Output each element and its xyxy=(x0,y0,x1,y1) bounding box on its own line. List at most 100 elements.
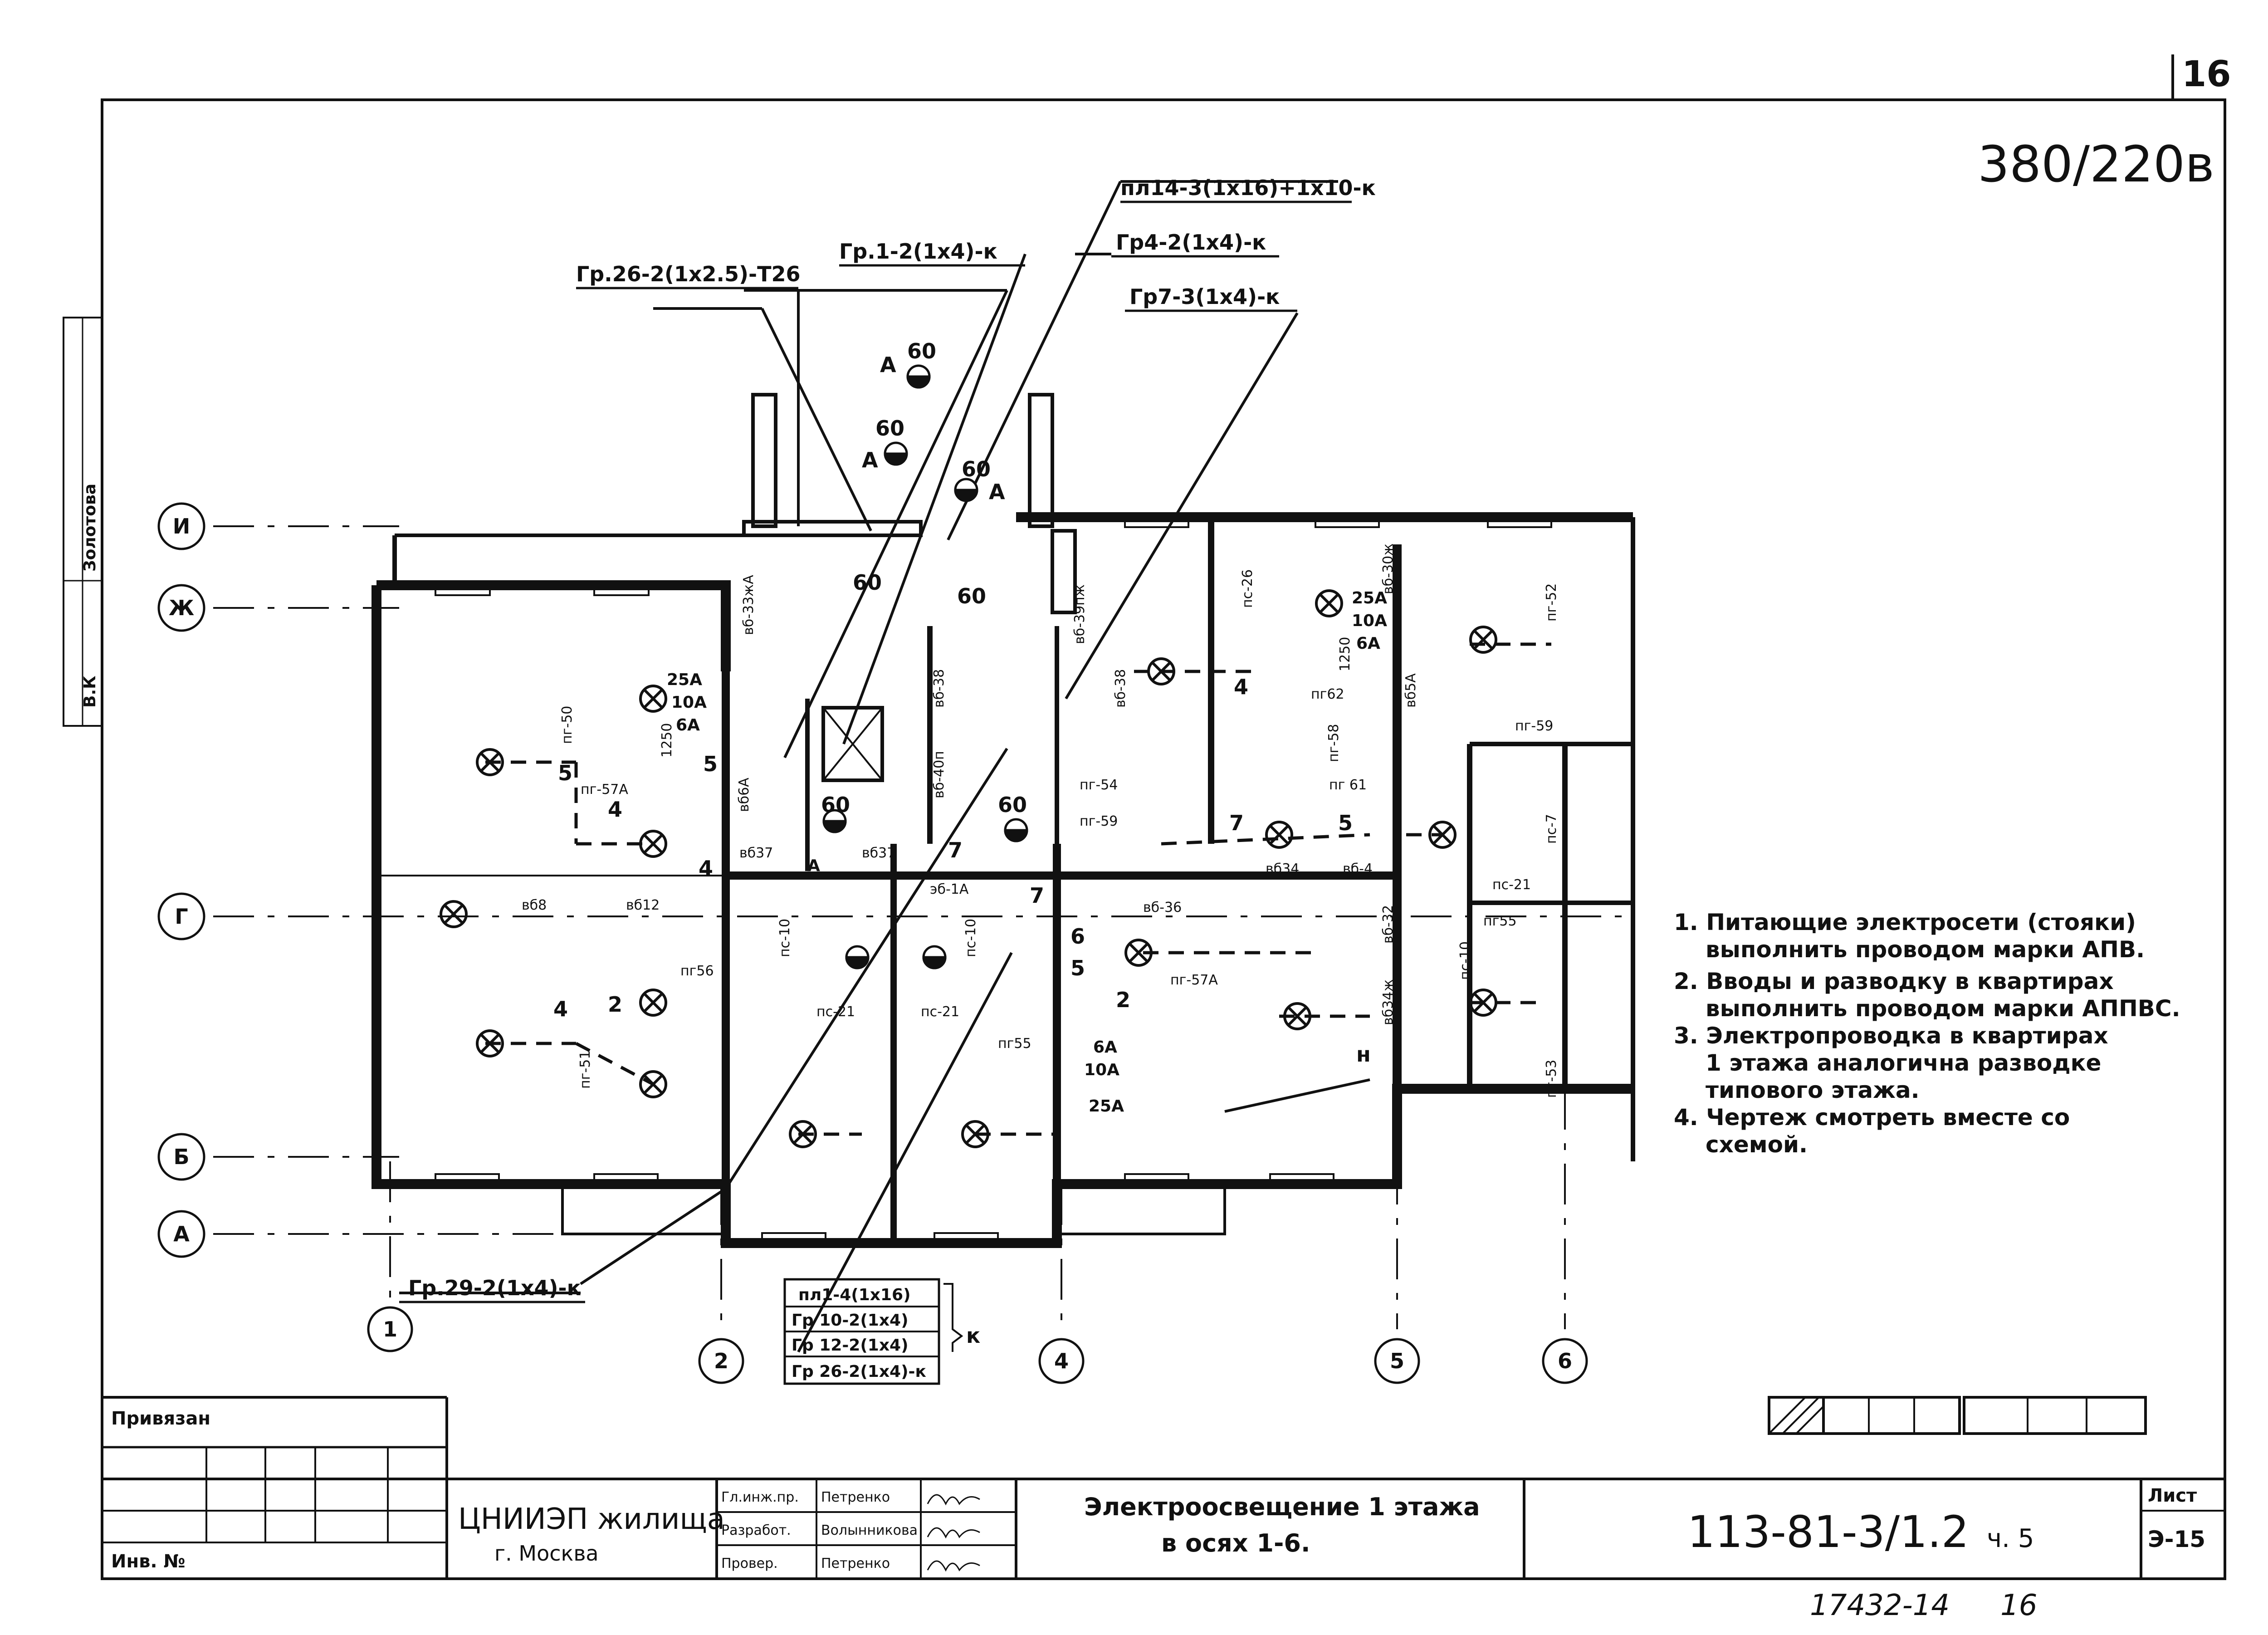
breaker-label: 6А xyxy=(1356,634,1380,653)
ceiling-lamp xyxy=(639,1070,667,1098)
stamp-name: Золотова xyxy=(81,484,99,572)
switch-label: пг-52 xyxy=(1544,583,1559,622)
switch-label: пг-51 xyxy=(577,1051,593,1089)
lamp-power-label: 60 xyxy=(957,584,986,608)
ceiling-lamp xyxy=(639,685,667,713)
cable-group-row: Гр 12-2(1х4) xyxy=(792,1336,909,1355)
list-value: Э-15 xyxy=(2148,1526,2205,1552)
feeder-lines xyxy=(399,180,1370,1353)
wall-lamp xyxy=(822,809,847,833)
ceiling-lamp xyxy=(961,1120,989,1148)
role-name: Петренко xyxy=(821,1556,890,1571)
general-notes: 1. Питающие электросети (стояки) выполни… xyxy=(1674,909,2180,1158)
axis-bubble-row-G: Г xyxy=(157,892,205,940)
ceiling-lamp xyxy=(1315,589,1343,617)
sheet-number-top: 16 xyxy=(2182,54,2231,95)
note-4-line-2: схемой. xyxy=(1706,1131,1808,1158)
wire-count: 4 xyxy=(608,797,622,822)
building-walls xyxy=(371,393,1635,1248)
socket-label: пс-21 xyxy=(816,1004,855,1020)
wall-lamp xyxy=(845,945,870,969)
socket-label: пс-10 xyxy=(963,919,979,957)
cable-label-gr29: Гр.29-2(1х4)-к xyxy=(408,1276,581,1300)
inv-label: Инв. № xyxy=(111,1551,186,1572)
ceiling-lamp xyxy=(639,830,667,858)
riser-label: вб-39пж xyxy=(1072,584,1088,644)
riser-label: вб5А xyxy=(1403,673,1419,708)
axis-label: 2 xyxy=(714,1349,728,1373)
note-3-line-1: 3. Электропроводка в квартирах xyxy=(1674,1023,2108,1049)
breaker-label: 10А xyxy=(1352,612,1387,630)
archive-page: 16 xyxy=(2000,1589,2037,1622)
wire-count: 4 xyxy=(553,997,568,1021)
ceiling-lamp xyxy=(1469,989,1497,1017)
wire-count: 4 xyxy=(699,856,713,881)
switch-label: пг-50 xyxy=(559,706,575,744)
drawing-part: ч. 5 xyxy=(1987,1524,2034,1553)
wall-lamp xyxy=(906,364,931,389)
breaker-label: 10А xyxy=(1084,1061,1119,1079)
switch-label: пг-57А xyxy=(581,782,628,798)
sheet-frame xyxy=(63,54,2226,1580)
riser-label: вб37 xyxy=(862,845,895,861)
wire-count: 5 xyxy=(1338,811,1353,835)
axis-label: 6 xyxy=(1558,1349,1572,1373)
ceiling-lamp xyxy=(476,1029,504,1057)
breaker-label: 6А xyxy=(1093,1038,1117,1057)
wall-lamps xyxy=(822,364,1028,969)
ceiling-lamp xyxy=(1283,1002,1311,1030)
switch-label: пг-59 xyxy=(1515,718,1553,734)
socket-label: пс-26 xyxy=(1240,569,1256,608)
key-plan xyxy=(1768,1396,2147,1435)
note-3-line-3: типового этажа. xyxy=(1706,1077,1920,1103)
cable-label-gr7: Гр7-3(1х4)-к xyxy=(1129,284,1280,309)
ceiling-lamp xyxy=(639,989,667,1017)
breaker-label: 25А xyxy=(667,671,702,689)
role-label: Гл.инж.пр. xyxy=(721,1489,799,1505)
ceiling-lamp xyxy=(476,748,504,776)
wire-count: 2 xyxy=(608,992,622,1017)
riser-label: вб37 xyxy=(739,845,773,861)
axis-label: И xyxy=(173,514,191,538)
lamp-type-label: А xyxy=(807,857,820,875)
riser-label: вб34 xyxy=(1266,861,1299,877)
ceiling-lamp xyxy=(1147,657,1175,685)
axis-bubble-col-1: 1 xyxy=(367,1306,413,1352)
plan-labels: 60 А 60 А 60 А 60 60 60 60 А 25А 10А 6А … xyxy=(522,339,1559,1116)
axis-label: А xyxy=(173,1222,190,1246)
riser-label: эб-1А xyxy=(930,881,969,897)
switch-label: пг 61 xyxy=(1329,777,1367,793)
height-label: 1250 xyxy=(1337,637,1353,671)
drawing-title-line-1: Электроосвещение 1 этажа xyxy=(1084,1493,1480,1521)
wire-count: 5 xyxy=(703,752,718,776)
socket-label: пс-10 xyxy=(777,919,793,957)
lamp-power-label: 60 xyxy=(907,339,936,363)
socket-label: пс-7 xyxy=(1544,814,1559,844)
riser-label: вб-38 xyxy=(1113,669,1129,708)
ceiling-lamp xyxy=(1124,939,1153,967)
axis-bubble-col-6: 6 xyxy=(1542,1338,1588,1384)
riser-label: вб-36 xyxy=(1143,900,1182,915)
lamp-type-label: А xyxy=(989,480,1005,504)
breaker-label: 25А xyxy=(1352,589,1387,607)
list-label: Лист xyxy=(2148,1485,2197,1506)
stamp-vk: В.К xyxy=(81,676,99,708)
drawing-code: 113-81-3/1.2 xyxy=(1687,1507,1969,1557)
axis-bubble-row-Zh: Ж xyxy=(157,584,205,632)
cable-label-gr1: Гр.1-2(1х4)-к xyxy=(839,239,997,264)
voltage-label: 380/220в xyxy=(1978,135,2214,193)
axis-label: 5 xyxy=(1390,1349,1404,1373)
riser-label: вб8 xyxy=(522,897,547,913)
axis-lines xyxy=(213,525,1633,1329)
wiring-lines xyxy=(485,642,1551,1136)
switch-label: пг55 xyxy=(1483,913,1517,929)
lamp-power-label: 60 xyxy=(875,416,904,441)
note-3-line-2: 1 этажа аналогична разводке xyxy=(1706,1050,2101,1076)
note-4-line-1: 4. Чертеж смотреть вместе со xyxy=(1674,1104,2070,1131)
switch-label: пг62 xyxy=(1311,686,1344,702)
ceiling-lamp xyxy=(1428,821,1457,849)
cable-label-pl14: пл14-3(1х16)+1х10-к xyxy=(1120,176,1376,200)
wall-lamp xyxy=(922,945,947,969)
role-name: Петренко xyxy=(821,1489,890,1505)
